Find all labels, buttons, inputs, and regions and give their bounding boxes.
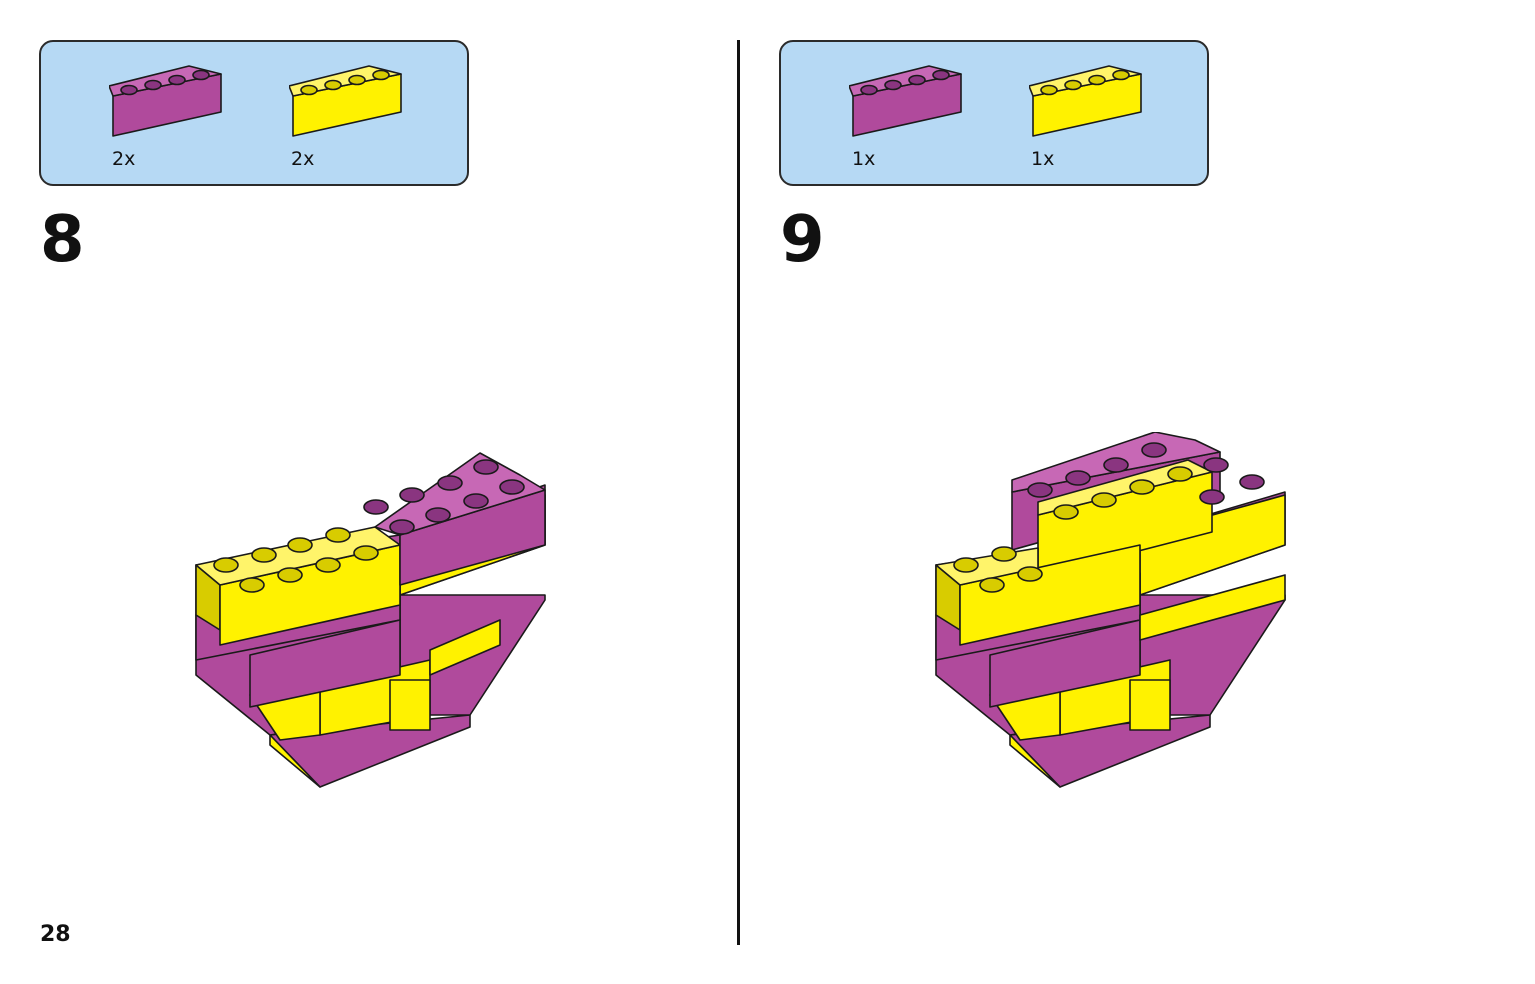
- part-yellow-brick: [289, 64, 407, 144]
- parts-callout-step-9: 1x 1x: [779, 40, 1209, 186]
- page-right: 1x 1x 9: [740, 0, 1477, 984]
- part-yellow-brick: [1029, 64, 1147, 144]
- model-illustration-step-9: [930, 431, 1290, 798]
- page-number: 28: [40, 922, 71, 947]
- step-number: 8: [40, 203, 85, 277]
- part-qty-yellow: 2x: [291, 148, 315, 170]
- part-purple-brick: [109, 64, 227, 144]
- page-left: 2x 2x 8: [0, 0, 737, 984]
- part-qty-purple: 1x: [852, 148, 876, 170]
- page-divider: [737, 40, 740, 945]
- part-qty-purple: 2x: [112, 148, 136, 170]
- step-number: 9: [780, 203, 825, 277]
- part-qty-yellow: 1x: [1031, 148, 1055, 170]
- parts-callout-step-8: 2x 2x: [39, 40, 469, 186]
- part-purple-brick: [849, 64, 967, 144]
- model-illustration-step-8: [190, 445, 550, 799]
